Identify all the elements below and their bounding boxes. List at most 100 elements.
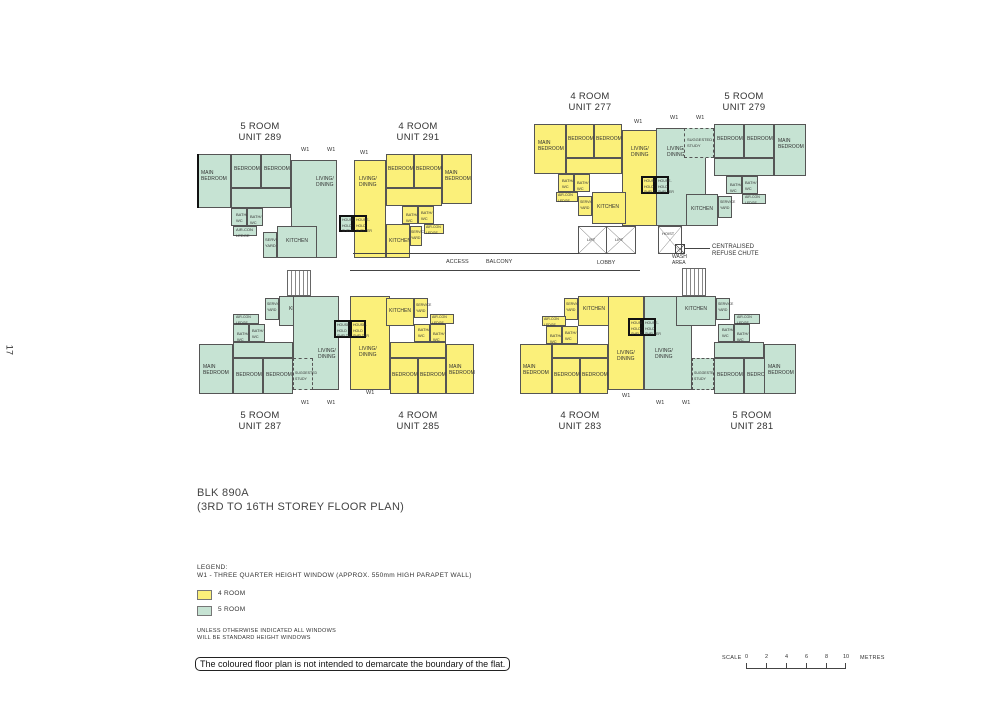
room-aircon-ledge: AIR-CON LEDGE <box>233 226 257 238</box>
scale-label: SCALE <box>722 655 742 661</box>
room-bedroom: BEDROOM <box>566 124 594 158</box>
unit-283-title: 4 ROOM UNIT 283 <box>550 410 610 432</box>
room-bath: BATH/ WC <box>418 206 434 224</box>
unit-number: UNIT 285 <box>396 421 440 432</box>
w1-marker: W1 <box>301 147 310 153</box>
legend-label-4-room: 4 ROOM <box>218 590 246 597</box>
legend-label-5-room: 5 ROOM <box>218 606 246 613</box>
unit-type: 5 ROOM <box>240 121 280 132</box>
room-aircon-ledge: AIR-CON LEDGE <box>556 192 578 203</box>
unit-283-plan[interactable]: SERVICE YARD KITCHEN AIR-CON LEDGE BATH/… <box>520 296 644 396</box>
room-bath: BATH/ WC <box>734 324 750 342</box>
staircase-right <box>682 268 706 296</box>
legend-swatch-4-room <box>197 590 212 600</box>
room-corridor <box>231 188 291 208</box>
unit-type: 5 ROOM <box>732 410 772 421</box>
room-main-bedroom: MAIN BEDROOM <box>199 344 233 394</box>
room-kitchen: KITCHEN <box>578 296 610 326</box>
household-shelter-291: HOUSE- HOLD SHELTER <box>353 215 372 233</box>
w1-marker: W1 <box>366 390 375 396</box>
refuse-chute-icon <box>675 244 685 254</box>
unit-type: 4 ROOM <box>398 121 438 132</box>
w1-marker: W1 <box>696 115 705 121</box>
unit-277-plan[interactable]: MAIN BEDROOM BEDROOM BEDROOM LIVING/ DIN… <box>534 124 658 226</box>
block-title-group: BLK 890A (3RD TO 16TH STOREY FLOOR PLAN) <box>197 486 404 514</box>
room-bedroom: BEDROOM <box>233 358 263 394</box>
room-aircon-ledge: AIR-CON LEDGE <box>542 316 566 327</box>
room-kitchen: KITCHEN <box>592 192 626 224</box>
room-aircon-ledge: AIR-CON LEDGE <box>424 224 444 235</box>
refuse-chute-label: CENTRALISED REFUSE CHUTE <box>712 244 759 257</box>
balcony-label: BALCONY <box>486 259 513 265</box>
room-bedroom: BEDROOM <box>231 154 261 188</box>
room-living-dining: LIVING/ DINING <box>608 296 644 390</box>
unit-289-plan[interactable]: MAIN BEDROOM BEDROOM BEDROOM SUGGESTED S… <box>197 154 337 258</box>
room-bath: BATH/ WC <box>233 324 249 342</box>
room-aircon-ledge: AIR-CON LEDGE <box>430 314 454 325</box>
room-bath: BATH/ WC <box>231 208 247 226</box>
staircase-left <box>287 270 311 296</box>
room-corridor <box>714 342 764 358</box>
household-shelter-283: HOUSE- HOLD SHELTER <box>628 318 647 336</box>
w1-marker: W1 <box>327 400 336 406</box>
room-bedroom: BEDROOM <box>714 358 744 394</box>
room-bath: BATH/ WC <box>249 324 265 342</box>
room-bedroom: BEDROOM <box>744 124 774 158</box>
unit-279-plan[interactable]: LIVING/ DINING SUGGESTED STUDY BEDROOM B… <box>656 124 808 226</box>
room-corridor <box>386 188 442 206</box>
room-bath: BATH/ WC <box>558 174 574 192</box>
household-shelter-277: HOUSE- HOLD SHELTER <box>641 176 660 194</box>
unit-285-plan[interactable]: LIVING/ DINING KITCHEN SERVICE YARD AIR-… <box>350 296 475 396</box>
w1-marker: W1 <box>301 400 310 406</box>
unit-279-title: 5 ROOM UNIT 279 <box>714 91 774 113</box>
unit-291-plan[interactable]: LIVING/ DINING BEDROOM BEDROOM MAIN BEDR… <box>350 154 475 258</box>
legend-swatch-5-room <box>197 606 212 616</box>
room-kitchen: KITCHEN <box>386 224 411 258</box>
room-bath: BATH/ WC <box>546 326 562 344</box>
unit-type: 4 ROOM <box>398 410 438 421</box>
unit-287-plan[interactable]: SERVICE YARD KITCHEN AIR-CON LEDGE BATH/… <box>199 296 339 396</box>
room-bath: BATH/ WC <box>430 324 446 342</box>
room-main-bedroom: MAIN BEDROOM <box>534 124 566 174</box>
room-main-bedroom: MAIN BEDROOM <box>446 344 475 394</box>
w1-marker: W1 <box>656 400 665 406</box>
room-bedroom: BEDROOM <box>261 154 291 188</box>
legend: LEGEND: W1 - THREE QUARTER HEIGHT WINDOW… <box>197 564 472 580</box>
room-kitchen: KITCHEN <box>686 194 718 226</box>
room-bedroom: BEDROOM <box>552 358 580 394</box>
room-corridor <box>390 342 446 358</box>
room-service-yard: SERVICE YARD <box>718 196 735 218</box>
room-main-bedroom: MAIN BEDROOM <box>442 154 472 204</box>
room-service-yard: SERVICE YARD <box>414 298 431 318</box>
disclaimer-box: The coloured floor plan is not intended … <box>195 657 511 671</box>
room-bedroom: BEDROOM <box>714 124 744 158</box>
room-service-yard: SERVICE YARD <box>564 298 581 320</box>
unit-277-title: 4 ROOM UNIT 277 <box>560 91 620 113</box>
room-service-yard: SERVICE YARD <box>410 226 426 246</box>
wall <box>197 154 199 208</box>
room-study: SUGGESTED STUDY <box>293 358 317 390</box>
unit-number: UNIT 291 <box>396 132 440 143</box>
room-bath: BATH/ WC <box>247 208 263 226</box>
room-bedroom: BEDROOM <box>418 358 446 394</box>
page-number: 17 <box>4 344 15 356</box>
scale-bar: 0 2 4 6 8 10 <box>745 654 855 674</box>
unit-type: 5 ROOM <box>240 410 280 421</box>
room-corridor <box>566 158 622 174</box>
household-shelter-287: HOUSE- HOLD SHELTER <box>334 320 353 338</box>
room-service-yard: SERVICE YARD <box>716 298 733 320</box>
room-service-yard: SERVICE YARD <box>578 196 595 216</box>
room-bath: BATH/ WC <box>742 176 758 194</box>
unit-281-plan[interactable]: LIVING/ DINING KITCHEN SERVICE YARD AIR-… <box>644 296 796 396</box>
room-kitchen: KITCHEN <box>277 226 317 258</box>
unit-number: UNIT 277 <box>568 102 612 113</box>
wash-area-label: WASH AREA <box>672 254 687 266</box>
unit-number: UNIT 287 <box>238 421 282 432</box>
w1-marker: W1 <box>682 400 691 406</box>
room-kitchen: KITCHEN <box>676 296 716 326</box>
room-aircon-ledge: AIR-CON LEDGE <box>742 194 766 205</box>
corridor-edge <box>353 253 579 254</box>
block-title: BLK 890A <box>197 487 249 499</box>
unit-number: UNIT 289 <box>238 132 282 143</box>
scale-unit: METRES <box>860 655 885 661</box>
